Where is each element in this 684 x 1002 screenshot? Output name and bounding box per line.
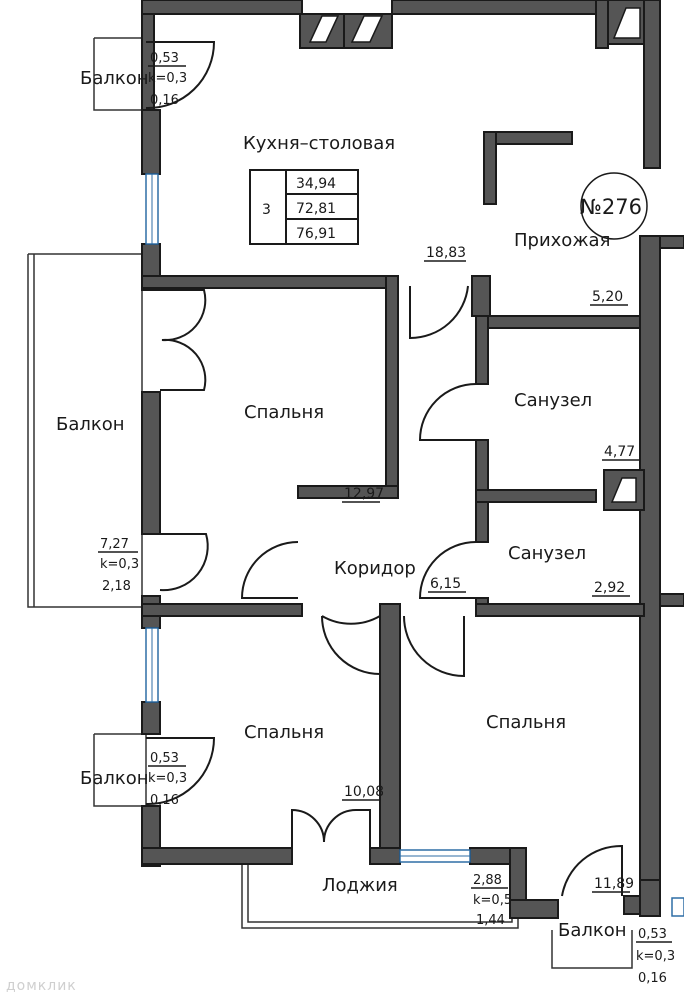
balcony-top-name: Балкон [80,68,149,89]
balcony-bottom-k: k=0,3 [636,949,675,964]
kitchen-name: Кухня–столовая [243,133,395,154]
apartment-number-badge: №276 [580,172,648,240]
windows [145,7,684,917]
watermark: домклик [6,978,77,994]
balcony-mid-area: 0,53 [150,751,179,766]
room-labels: Кухня–столовая Прихожая Санузел Санузел … [56,68,627,941]
bedroom3-area: 11,89 [594,876,634,892]
balcony-mid-name: Балкон [80,768,149,789]
bedroom1-area: 12,97 [344,486,384,502]
bedroom1-name: Спальня [244,402,324,423]
balcony-top-k: k=0,3 [148,71,187,86]
summary-total-area: 72,81 [296,201,336,217]
walls [141,0,684,919]
balcony-bottom-name: Балкон [558,920,627,941]
bath2-area: 2,92 [594,580,625,596]
summary-living-area: 34,94 [296,176,336,192]
balcony-bottom-area: 0,53 [638,927,667,942]
balcony-mid-reduced: 0,16 [150,793,179,808]
doors [145,41,623,897]
balcony-big-reduced: 2,18 [102,579,131,594]
balcony-big-area: 7,27 [100,537,129,552]
kitchen-area: 18,83 [426,245,466,261]
hall-area: 5,20 [592,289,623,305]
bath1-name: Санузел [514,390,592,411]
loggia-k: k=0,5 [473,893,512,908]
bedroom2-area: 10,08 [344,784,384,800]
apartment-number: №276 [580,195,642,219]
balcony-big-k: k=0,3 [100,557,139,572]
bath2-name: Санузел [508,543,586,564]
hall-name: Прихожая [514,230,610,251]
bedroom3-name: Спальня [486,712,566,733]
loggia-reduced: 1,44 [476,913,505,928]
balcony-bottom-reduced: 0,16 [638,971,667,986]
loggia-name: Лоджия [322,875,398,896]
bedroom2-name: Спальня [244,722,324,743]
balcony-mid-k: k=0,3 [148,771,187,786]
balcony-top-area: 0,53 [150,51,179,66]
summary-rooms: 3 [262,202,271,218]
summary-table: 3 34,94 72,81 76,91 [249,169,359,245]
balcony-big-name: Балкон [56,414,125,435]
area-labels: 18,83 5,20 4,77 2,92 12,97 6,15 10,08 11… [98,51,675,986]
corridor-area: 6,15 [430,576,461,592]
summary-total-with-k: 76,91 [296,226,336,242]
bath1-area: 4,77 [604,444,635,460]
loggia-area: 2,88 [473,873,502,888]
corridor-name: Коридор [334,558,416,579]
balcony-top-reduced: 0,16 [150,93,179,108]
